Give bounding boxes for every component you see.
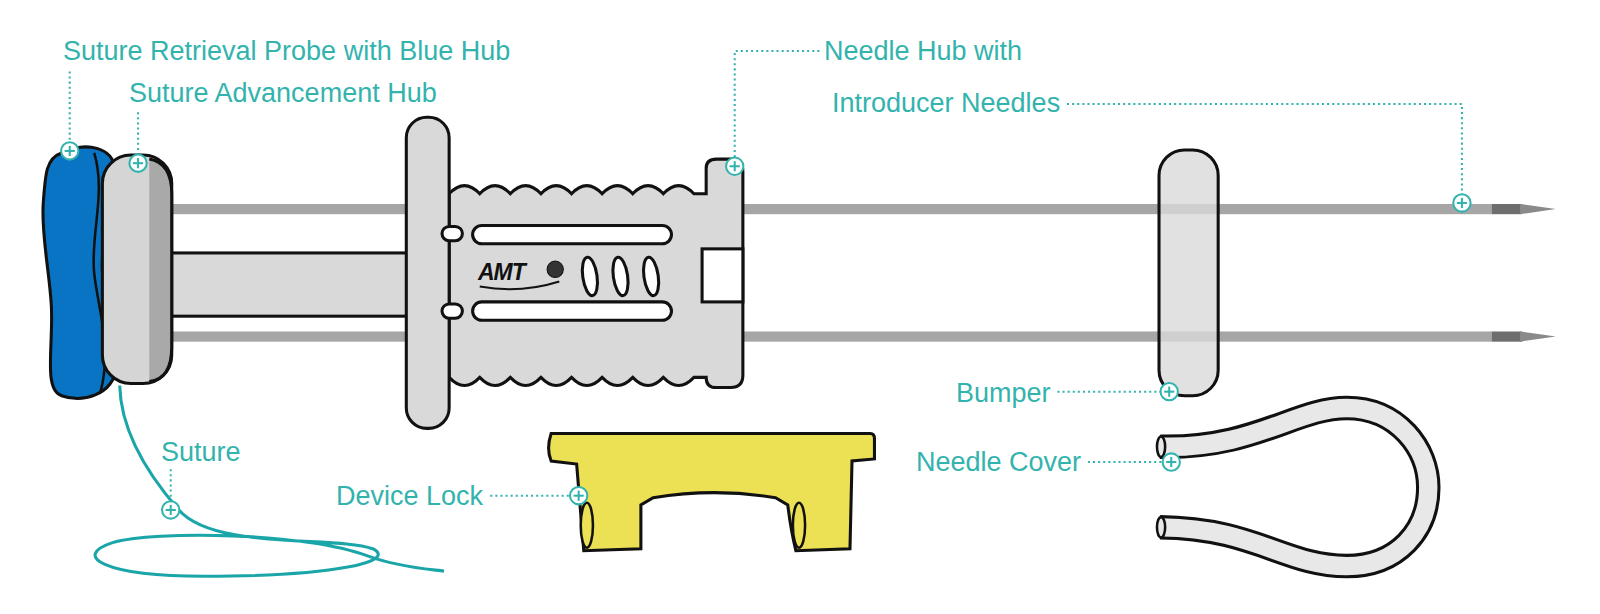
probe-rod <box>153 253 413 316</box>
suture-cord <box>95 386 444 577</box>
bumper <box>1159 150 1218 396</box>
logo-text: AMT <box>478 259 525 285</box>
part-label: Needle Hub with <box>824 36 1022 67</box>
part-label: Introducer Needles <box>832 88 1060 119</box>
introducer-needles <box>169 204 1556 342</box>
target-markers <box>61 142 1471 518</box>
part-label: Bumper <box>956 378 1051 409</box>
part-label: Suture <box>161 437 241 468</box>
part-label: Suture Advancement Hub <box>129 78 437 109</box>
needle-cover <box>1157 408 1428 566</box>
part-label: Needle Cover <box>916 447 1081 478</box>
part-label: Device Lock <box>336 481 483 512</box>
needle-hub <box>406 117 743 428</box>
device-lock <box>549 433 875 550</box>
advancement-hub <box>102 155 171 383</box>
part-label: Suture Retrieval Probe with Blue Hub <box>63 36 510 67</box>
leader-lines <box>70 51 1462 501</box>
